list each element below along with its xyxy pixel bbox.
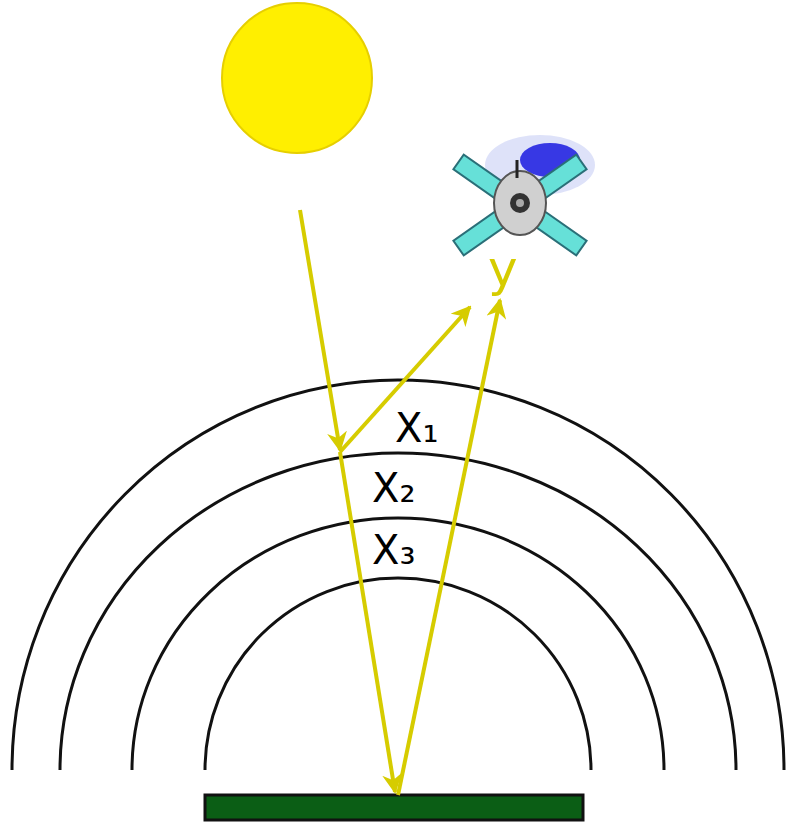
signal-label: y xyxy=(488,244,518,294)
atmosphere-layers xyxy=(12,380,784,770)
layer-label: X₁ xyxy=(395,408,438,448)
sun xyxy=(222,3,372,153)
layer-label: X₃ xyxy=(372,530,415,570)
layer-label: X₂ xyxy=(372,468,415,508)
ground-surface xyxy=(205,795,583,820)
satellite xyxy=(453,135,595,255)
light-rays xyxy=(300,210,500,795)
